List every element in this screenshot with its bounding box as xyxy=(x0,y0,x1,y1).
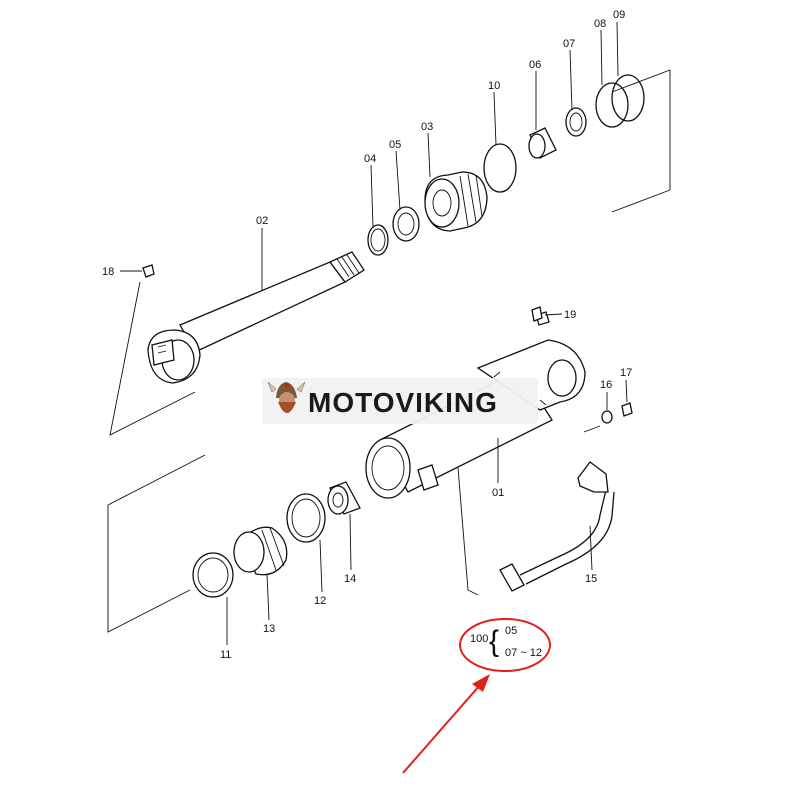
part-label-04: 04 xyxy=(364,153,376,165)
part-label-15: 15 xyxy=(585,573,597,585)
part-labels: 01 02 03 04 05 06 07 08 09 10 11 12 13 1… xyxy=(102,9,632,661)
viking-head-icon xyxy=(267,381,306,413)
part-label-18: 18 xyxy=(102,266,114,278)
rod-head-parts xyxy=(367,74,645,256)
part-label-07: 07 xyxy=(563,38,575,50)
part-label-14: 14 xyxy=(344,573,356,585)
kit-highlight-circle xyxy=(459,618,551,672)
part-label-02: 02 xyxy=(256,215,268,227)
part-label-09: 09 xyxy=(613,9,625,21)
red-arrow-icon xyxy=(402,674,490,774)
small-hardware xyxy=(142,264,633,424)
kit-callout: 100 { 05 07 ~ 12 xyxy=(402,618,551,774)
part-label-10: 10 xyxy=(488,80,500,92)
part-label-06: 06 xyxy=(529,59,541,71)
part-label-01: 01 xyxy=(492,487,504,499)
part-label-16: 16 xyxy=(600,379,612,391)
brand-name: MOTOVIKING xyxy=(308,387,498,418)
part-label-17: 17 xyxy=(620,367,632,379)
kit-line-1: 05 xyxy=(505,625,517,637)
kit-brace: { xyxy=(489,625,499,658)
part-label-08: 08 xyxy=(594,18,606,30)
part-label-05: 05 xyxy=(389,139,401,151)
part-label-03: 03 xyxy=(421,121,433,133)
pipe-assembly xyxy=(499,461,615,592)
part-label-19: 19 xyxy=(564,309,576,321)
piston-rod xyxy=(147,251,365,384)
part-label-13: 13 xyxy=(263,623,275,635)
part-label-11: 11 xyxy=(220,649,231,661)
leader-lines xyxy=(120,21,628,645)
motoviking-logo: MOTOVIKING xyxy=(262,378,538,424)
kit-number: 100 xyxy=(470,633,488,645)
kit-line-2: 07 ~ 12 xyxy=(505,647,542,659)
piston-parts xyxy=(192,481,361,598)
part-label-12: 12 xyxy=(314,595,326,607)
section-boundaries xyxy=(107,69,671,633)
